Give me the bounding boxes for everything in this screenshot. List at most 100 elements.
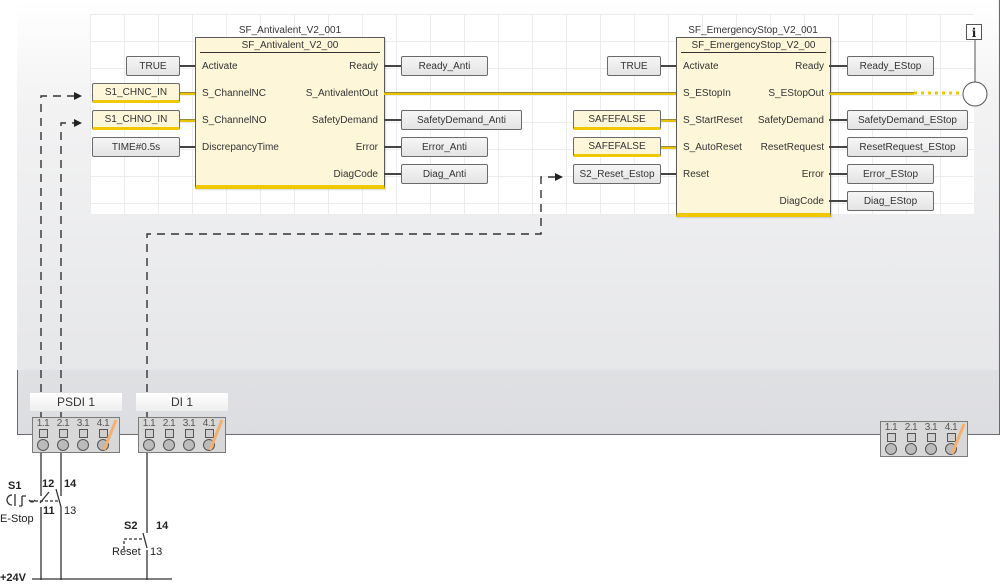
terminal-number: 4.1 [202, 418, 216, 429]
terminal-marker [950, 423, 966, 455]
s1-nc-bottom: 11 [43, 505, 55, 517]
fb-estop-instance-name: SF_EmergencyStop_V2_001 [688, 25, 818, 36]
var-safefalse-startreset[interactable]: SAFEFALSE [573, 110, 661, 130]
var-discrepancy-time[interactable]: TIME#0.5s [92, 137, 180, 157]
arrow-icon [74, 119, 82, 127]
pin-s-channelnc[interactable]: S_ChannelNC [202, 88, 266, 99]
pin-s-channelno[interactable]: S_ChannelNO [202, 115, 267, 126]
terminal-3-1[interactable]: 3.1 [73, 418, 93, 452]
module-label-di1: DI 1 [136, 393, 228, 411]
module-label-psdi1: PSDI 1 [30, 393, 122, 411]
arrow-icon [555, 173, 563, 181]
terminal-number: 3.1 [182, 418, 196, 429]
wire [829, 65, 847, 67]
s2-no-bottom: 13 [150, 546, 163, 558]
pin-error[interactable]: Error [801, 169, 824, 180]
terminal-marker [102, 419, 118, 451]
fb-estop-type: SF_EmergencyStop_V2_00 [681, 40, 826, 53]
safe-wire [661, 119, 676, 122]
s1-nc-top: 12 [42, 478, 55, 490]
terminal-number: 2.1 [56, 418, 70, 429]
var-error-anti[interactable]: Error_Anti [401, 137, 488, 157]
terminal-number: 2.1 [904, 422, 918, 433]
terminal-number: 1.1 [36, 418, 50, 429]
pin-activate[interactable]: Activate [683, 61, 719, 72]
var-safetydemand-anti[interactable]: SafetyDemand_Anti [401, 110, 522, 130]
var-s2-reset-estop[interactable]: S2_Reset_Estop [573, 164, 661, 184]
pin-reset[interactable]: Reset [683, 169, 710, 180]
s2-desc: Reset [112, 546, 141, 558]
dashed-mapping-s1-chno [60, 122, 75, 420]
var-activate-true[interactable]: TRUE [126, 56, 180, 76]
output-terminal-circle [962, 81, 988, 107]
pin-diagcode[interactable]: DiagCode [779, 196, 824, 207]
var-diag-anti[interactable]: Diag_Anti [401, 164, 488, 184]
pin-safetydemand[interactable]: SafetyDemand [757, 115, 824, 126]
var-diag-estop[interactable]: Diag_EStop [847, 191, 934, 211]
var-safefalse-autoreset[interactable]: SAFEFALSE [573, 137, 661, 157]
pin-diagcode[interactable]: DiagCode [333, 169, 378, 180]
wire [829, 119, 847, 121]
terminal-block-di1[interactable]: 1.1 2.1 3.1 4.1 [138, 417, 226, 453]
pin-ready[interactable]: Ready [349, 61, 378, 72]
fb-antivalent-type: SF_Antivalent_V2_00 [200, 40, 380, 53]
pin-discrepancytime[interactable]: DiscrepancyTime [202, 142, 279, 153]
s1-label: S1 [8, 480, 22, 492]
s1-desc: E-Stop [0, 513, 34, 525]
wire [829, 173, 847, 175]
terminal-1-1[interactable]: 1.1 [881, 422, 901, 456]
wire [661, 65, 676, 67]
terminal-number: 4.1 [944, 422, 958, 433]
terminal-number: 1.1 [142, 418, 156, 429]
pin-error[interactable]: Error [355, 142, 378, 153]
pin-s-autoreset[interactable]: S_AutoReset [683, 142, 742, 153]
terminal-3-1[interactable]: 3.1 [921, 422, 941, 456]
terminal-2-1[interactable]: 2.1 [159, 418, 179, 452]
pin-s-estopin[interactable]: S_EStopIn [683, 88, 731, 99]
safe-wire [180, 92, 195, 95]
dashed-mapping-s1-chnc [40, 95, 75, 420]
terminal-block-psdi1[interactable]: 1.1 2.1 3.1 4.1 [32, 417, 120, 453]
safe-wire [180, 119, 195, 122]
fb-antivalent[interactable]: SF_Antivalent_V2_00 Activate S_ChannelNC… [195, 37, 385, 189]
wire [829, 146, 847, 148]
terminal-3-1[interactable]: 3.1 [179, 418, 199, 452]
info-icon: i [971, 26, 977, 40]
wire [829, 200, 847, 202]
var-error-estop[interactable]: Error_EStop [847, 164, 934, 184]
var-s1-chnc-in[interactable]: S1_CHNC_IN [92, 83, 180, 103]
terminal-2-1[interactable]: 2.1 [53, 418, 73, 452]
pin-activate[interactable]: Activate [202, 61, 238, 72]
pin-s-estopout[interactable]: S_EStopOut [768, 88, 824, 99]
terminal-1-1[interactable]: 1.1 [33, 418, 53, 452]
terminal-marker [208, 419, 224, 451]
terminal-2-1[interactable]: 2.1 [901, 422, 921, 456]
pin-s-antivalentout[interactable]: S_AntivalentOut [305, 88, 378, 99]
var-s1-chno-in[interactable]: S1_CHNO_IN [92, 110, 180, 130]
wire [180, 65, 195, 67]
dashed-mapping-s2-reset [146, 176, 555, 420]
terminal-1-1[interactable]: 1.1 [139, 418, 159, 452]
var-ready-anti[interactable]: Ready_Anti [401, 56, 488, 76]
info-button[interactable]: i [966, 24, 982, 40]
fb-emergency-stop[interactable]: SF_EmergencyStop_V2_00 Activate S_EStopI… [676, 37, 831, 217]
safe-connection-antivalent-to-estop[interactable] [384, 92, 676, 95]
arrow-icon [74, 92, 82, 100]
var-ready-estop[interactable]: Ready_EStop [847, 56, 934, 76]
var-activate-true[interactable]: TRUE [607, 56, 661, 76]
terminal-number: 3.1 [924, 422, 938, 433]
var-resetrequest-estop[interactable]: ResetRequest_EStop [847, 137, 968, 157]
var-safetydemand-estop[interactable]: SafetyDemand_EStop [847, 110, 968, 130]
s2-label: S2 [124, 520, 138, 532]
pin-s-startreset[interactable]: S_StartReset [683, 115, 743, 126]
wire [384, 65, 401, 67]
wire [661, 173, 676, 175]
pin-resetrequest[interactable]: ResetRequest [760, 142, 824, 153]
terminal-number: 2.1 [162, 418, 176, 429]
pin-ready[interactable]: Ready [795, 61, 824, 72]
s1-no-top: 14 [64, 478, 77, 490]
wire [180, 146, 195, 148]
pin-safetydemand[interactable]: SafetyDemand [311, 115, 378, 126]
